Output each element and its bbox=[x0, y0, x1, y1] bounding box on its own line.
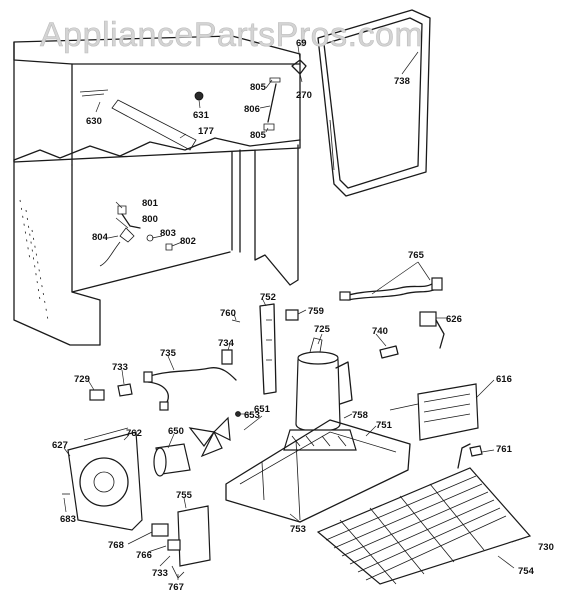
label-651: 651 bbox=[254, 404, 271, 415]
part-734 bbox=[221, 349, 233, 365]
fan-blade bbox=[188, 411, 241, 458]
label-805-bottom: 805 bbox=[250, 130, 267, 141]
label-733-upper: 733 bbox=[112, 362, 128, 373]
label-803: 803 bbox=[160, 228, 176, 239]
label-805-top: 805 bbox=[250, 82, 267, 93]
label-753: 753 bbox=[290, 524, 306, 535]
label-630: 630 bbox=[86, 116, 102, 127]
cabinet-drawing bbox=[13, 35, 301, 346]
label-760: 760 bbox=[220, 308, 236, 319]
watermark: AppliancePartsPros.com bbox=[40, 16, 423, 54]
label-751: 751 bbox=[376, 420, 393, 431]
label-762: 762 bbox=[126, 428, 142, 439]
label-725: 725 bbox=[314, 324, 331, 335]
label-627: 627 bbox=[52, 440, 68, 451]
label-804: 804 bbox=[92, 232, 109, 243]
label-766: 766 bbox=[136, 550, 152, 561]
fan-shroud bbox=[67, 427, 143, 531]
fan-motor bbox=[153, 443, 191, 477]
label-755: 755 bbox=[176, 490, 193, 501]
label-765: 765 bbox=[408, 250, 425, 261]
label-631: 631 bbox=[193, 110, 210, 121]
label-729: 729 bbox=[74, 374, 90, 385]
part-740 bbox=[379, 345, 399, 359]
label-738: 738 bbox=[394, 76, 410, 87]
label-740: 740 bbox=[372, 326, 388, 337]
label-730: 730 bbox=[538, 542, 554, 553]
label-69: 69 bbox=[296, 38, 307, 49]
base-pan bbox=[225, 419, 411, 523]
evaporator-coil bbox=[316, 443, 532, 585]
label-734: 734 bbox=[218, 338, 235, 349]
compressor bbox=[283, 337, 357, 451]
label-626: 626 bbox=[446, 314, 462, 325]
label-754: 754 bbox=[518, 566, 535, 577]
condenser-panel bbox=[389, 383, 479, 441]
label-801: 801 bbox=[142, 198, 159, 209]
door-gasket bbox=[317, 9, 431, 197]
label-733-lower: 733 bbox=[152, 568, 168, 579]
part-729 bbox=[89, 389, 105, 401]
part-labels: 69 738 805 806 805 270 631 630 177 801 8… bbox=[52, 38, 554, 593]
label-761: 761 bbox=[496, 444, 513, 455]
label-802: 802 bbox=[180, 236, 196, 247]
label-735: 735 bbox=[160, 348, 177, 359]
wiring-harness bbox=[339, 277, 443, 301]
part-733-upper bbox=[117, 383, 133, 397]
bottom-small-parts bbox=[62, 445, 483, 579]
label-616: 616 bbox=[496, 374, 512, 385]
relay-part bbox=[419, 311, 445, 349]
harness-735 bbox=[143, 367, 237, 411]
label-650: 650 bbox=[168, 426, 184, 437]
label-177: 177 bbox=[198, 126, 214, 137]
label-768: 768 bbox=[108, 540, 124, 551]
label-683: 683 bbox=[60, 514, 76, 525]
label-806: 806 bbox=[244, 104, 260, 115]
label-767: 767 bbox=[168, 582, 184, 593]
label-759: 759 bbox=[308, 306, 324, 317]
label-758: 758 bbox=[352, 410, 368, 421]
label-752: 752 bbox=[260, 292, 276, 303]
bracket-part bbox=[259, 303, 299, 395]
label-270: 270 bbox=[296, 90, 312, 101]
leader-lines bbox=[63, 45, 525, 580]
label-653: 653 bbox=[244, 410, 260, 421]
label-800: 800 bbox=[142, 214, 158, 225]
cabinet-small-parts bbox=[99, 59, 307, 267]
part-760 bbox=[231, 319, 241, 323]
